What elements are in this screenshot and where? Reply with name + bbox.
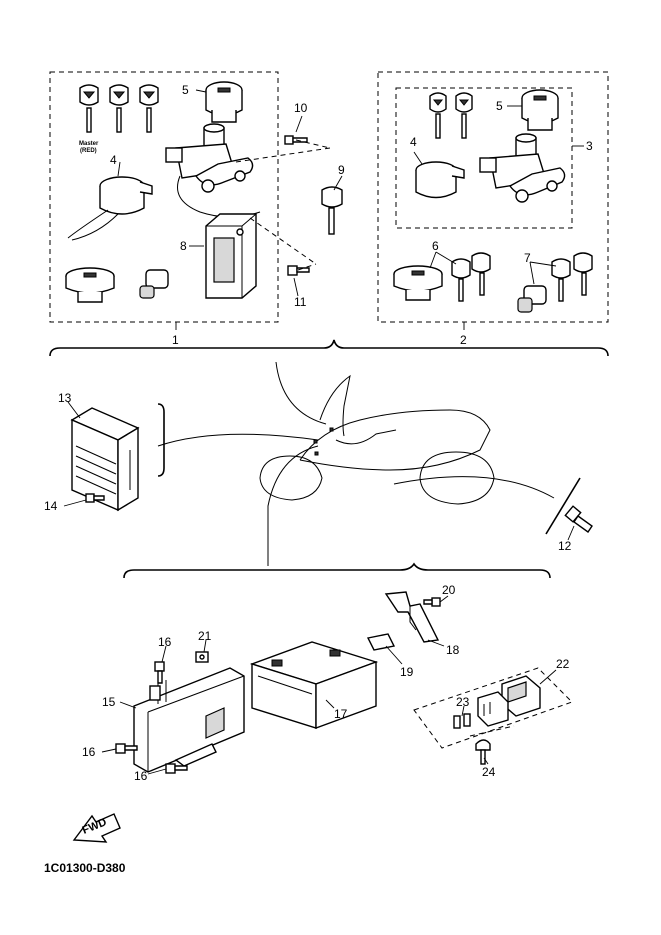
label-15: 15 <box>102 695 116 709</box>
damper-pad-icon <box>366 633 396 651</box>
seat-lock-icon <box>67 176 153 241</box>
master-label: Master <box>79 141 99 147</box>
label-1: 1 <box>172 333 179 347</box>
label-5: 5 <box>496 99 503 113</box>
label-13: 13 <box>58 391 72 405</box>
label-20: 20 <box>442 583 456 597</box>
master-color-label: (RED) <box>80 148 97 154</box>
label-24: 24 <box>482 765 496 779</box>
fuse-icon <box>453 713 471 729</box>
label-16: 16 <box>134 769 148 783</box>
group-3-box <box>395 87 573 229</box>
seat-lock-icon <box>415 161 465 199</box>
label-2: 2 <box>460 333 467 347</box>
key-icon <box>139 84 159 133</box>
label-16: 16 <box>82 745 96 759</box>
label-6: 6 <box>432 239 439 253</box>
label-12: 12 <box>558 539 572 553</box>
label-4: 4 <box>110 153 117 167</box>
cylinder-cap-icon <box>521 89 559 131</box>
forward-arrow-icon: FWD <box>72 813 121 843</box>
fuel-cap-icon <box>65 267 115 303</box>
regulator-icon <box>70 407 140 512</box>
master-key-icon <box>79 84 99 133</box>
helmet-lock-icon <box>139 269 169 299</box>
battery-band-icon <box>384 591 440 643</box>
helmet-lock-icon <box>517 285 547 313</box>
sensor-switch-icon <box>564 505 593 533</box>
label-8: 8 <box>180 239 187 253</box>
key-blank-icon <box>321 186 343 235</box>
bolt-icon <box>115 743 138 754</box>
bolt-icon <box>284 135 308 145</box>
screw-icon <box>475 739 491 765</box>
holder-bracket-icon <box>205 213 257 299</box>
bolt-icon <box>165 763 188 774</box>
battery-box-icon <box>133 667 245 773</box>
fuel-cap-icon <box>393 265 443 301</box>
label-4: 4 <box>410 135 417 149</box>
label-16: 16 <box>158 635 172 649</box>
key-icon <box>109 84 129 133</box>
label-17: 17 <box>334 707 348 721</box>
label-10: 10 <box>294 101 308 115</box>
label-5: 5 <box>182 83 189 97</box>
fuse-box-icon <box>501 675 541 717</box>
bolt-icon <box>85 493 105 503</box>
key-icon <box>455 92 473 139</box>
diagram-code: 1C01300-D380 <box>44 861 126 875</box>
main-switch-icon <box>479 133 566 203</box>
label-21: 21 <box>198 629 212 643</box>
label-9: 9 <box>338 163 345 177</box>
bolt-icon <box>423 597 441 607</box>
cylinder-cap-icon <box>205 81 243 123</box>
fuse-holder-icon <box>477 691 509 727</box>
label-22: 22 <box>556 657 570 671</box>
label-19: 19 <box>400 665 414 679</box>
group-1-box <box>49 71 279 323</box>
key-icon <box>429 92 447 139</box>
label-23: 23 <box>456 695 470 709</box>
label-7: 7 <box>524 251 531 265</box>
label-14: 14 <box>44 499 58 513</box>
nut-icon <box>195 651 209 663</box>
screw-icon <box>287 265 310 276</box>
label-3: 3 <box>586 139 593 153</box>
main-switch-icon <box>165 123 261 218</box>
group-2-box <box>377 71 609 323</box>
key-icon <box>451 252 491 302</box>
label-11: 11 <box>294 295 307 309</box>
bolt-icon <box>154 661 165 684</box>
motorcycle-outline <box>259 374 495 505</box>
label-18: 18 <box>446 643 460 657</box>
battery-icon <box>249 641 379 730</box>
key-icon <box>551 252 593 302</box>
